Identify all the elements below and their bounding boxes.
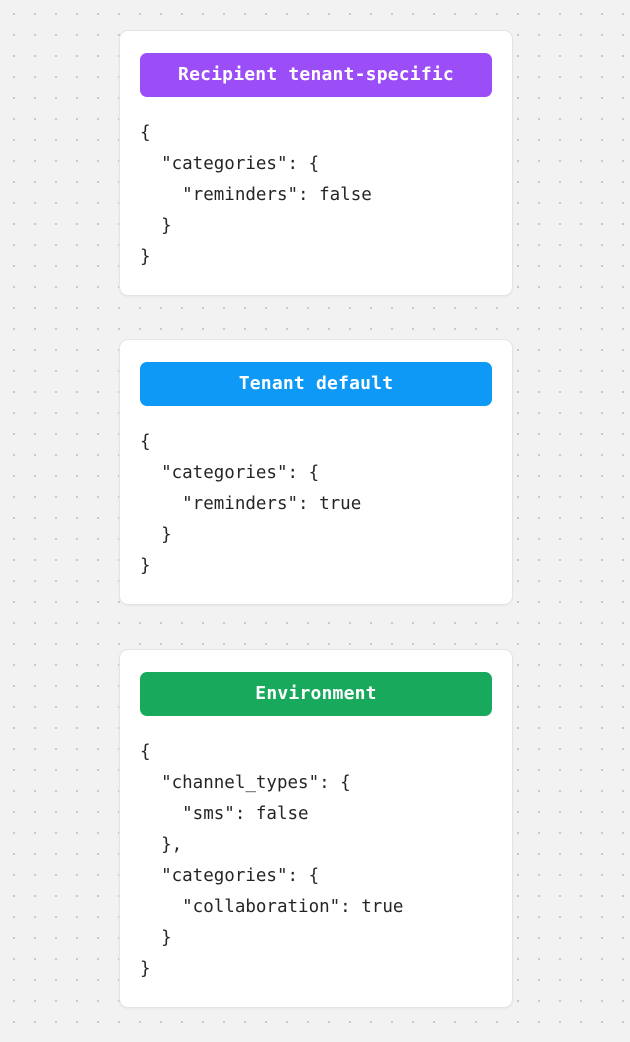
code-block-tenant-default: { "categories": { "reminders": true } }: [140, 432, 362, 576]
code-block-environment: { "channel_types": { "sms": false }, "ca…: [140, 742, 404, 979]
code-block-recipient-tenant-specific: { "categories": { "reminders": false } }: [140, 123, 372, 267]
card-recipient-tenant-specific: Recipient tenant-specific { "categories"…: [119, 30, 513, 296]
badge-environment: Environment: [140, 672, 492, 716]
card-environment: Environment { "channel_types": { "sms": …: [119, 649, 513, 1008]
badge-recipient-tenant-specific: Recipient tenant-specific: [140, 53, 492, 97]
card-tenant-default: Tenant default { "categories": { "remind…: [119, 339, 513, 605]
badge-tenant-default: Tenant default: [140, 362, 492, 406]
